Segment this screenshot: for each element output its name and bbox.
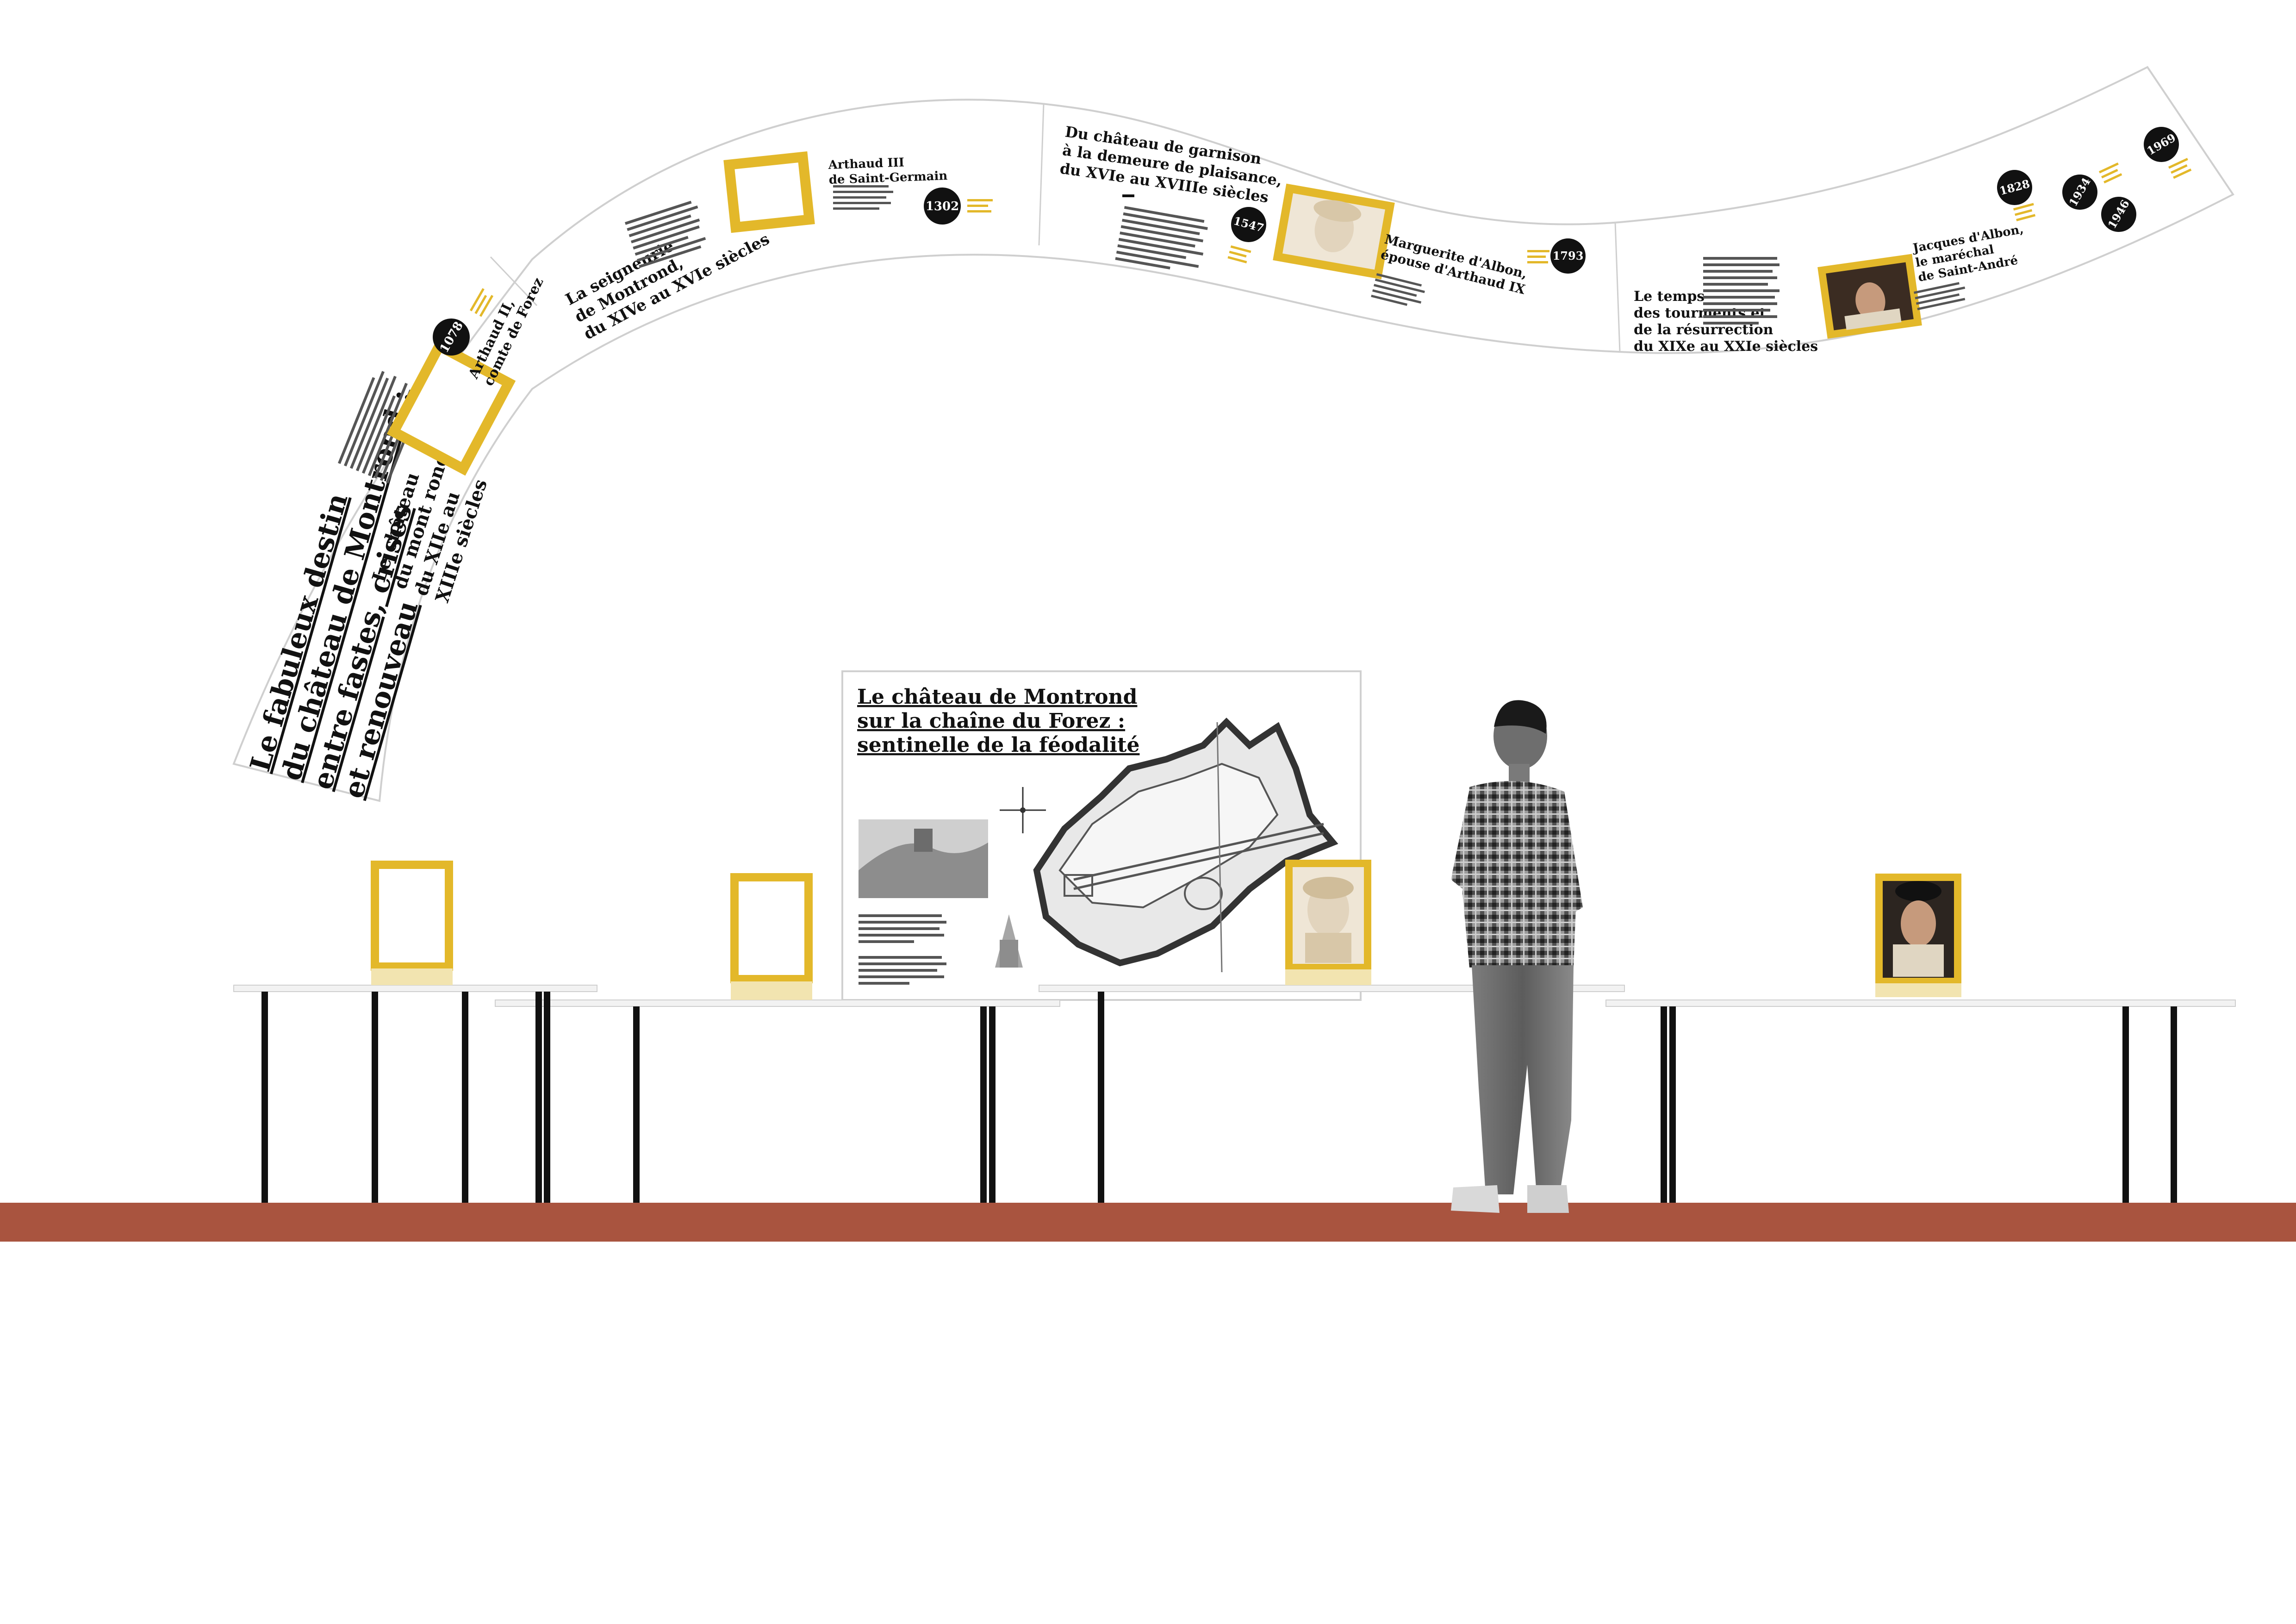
banner-seam xyxy=(490,256,538,306)
section-1-title: Le château du mont rond, du XIIe au XIII… xyxy=(368,444,492,606)
year-badge: 1946 xyxy=(2101,197,2136,232)
visitor-hair xyxy=(1494,700,1547,734)
body-text-block xyxy=(833,185,893,210)
year-badge: 1547 xyxy=(1231,207,1266,242)
table-top xyxy=(1605,999,2236,1007)
table-portrait-lady xyxy=(1285,860,1371,985)
portrait-framed xyxy=(1273,183,1395,280)
visitor-left-shoe xyxy=(1451,1185,1500,1213)
date-note xyxy=(1527,250,1549,263)
year-badge: 1969 xyxy=(2144,127,2179,162)
visitor-left-arm xyxy=(1451,789,1481,889)
visitor-figure xyxy=(1451,700,1583,1213)
section-title-line: Le temps xyxy=(1634,288,1705,305)
portrait-framed xyxy=(1817,254,1922,339)
year-badge: 1828 xyxy=(1997,170,2032,205)
map-panel: Le château de Montrond sur la chaîne du … xyxy=(841,670,1362,1001)
date-note xyxy=(2168,157,2192,179)
banner-seam xyxy=(1614,222,1621,352)
tower-sketch xyxy=(995,914,1023,968)
table-frame-empty xyxy=(730,873,813,1000)
panel-title-line: sur la chaîne du Forez : xyxy=(857,709,1125,733)
rule-mark xyxy=(1122,194,1134,197)
date-note xyxy=(470,288,494,317)
floor-strip xyxy=(0,1203,2296,1242)
visitor-jeans xyxy=(1472,965,1574,1194)
body-text-block xyxy=(1371,273,1425,306)
year-badge: 1934 xyxy=(2062,175,2097,210)
visitor-shirt xyxy=(1462,781,1576,968)
table-top xyxy=(233,985,597,992)
date-note xyxy=(1227,245,1251,263)
section-4-title: Le temps des tourments et de la résurrec… xyxy=(1634,288,1818,355)
compass-rose-icon xyxy=(1000,787,1046,833)
body-text-block xyxy=(1115,206,1208,270)
portrait-frame-empty xyxy=(723,151,815,233)
table-portrait-marshal xyxy=(1875,874,1961,997)
landscape-engraving xyxy=(859,819,988,898)
visitor-neck xyxy=(1509,764,1530,782)
body-text-block xyxy=(625,200,706,268)
visitor-right-shoe xyxy=(1527,1185,1569,1213)
year-label: 1302 xyxy=(926,200,959,213)
panel-title-line: Le château de Montrond xyxy=(857,685,1137,709)
year-label: 1793 xyxy=(1553,249,1584,262)
panel-title: Le château de Montrond sur la chaîne du … xyxy=(857,685,1139,757)
body-text-block xyxy=(1703,257,1780,325)
body-text-block xyxy=(1914,282,1966,311)
fortress-plan xyxy=(1033,718,1338,973)
date-note xyxy=(967,199,993,212)
year-badge: 1078 xyxy=(433,319,470,356)
portrait-frame-empty xyxy=(386,339,516,476)
table-frame-empty xyxy=(371,861,453,985)
banner-seam xyxy=(1038,104,1045,246)
date-note xyxy=(2099,162,2122,184)
year-badge: 1793 xyxy=(1550,238,1586,274)
body-text-block xyxy=(859,914,946,985)
banner-shape xyxy=(232,66,2234,802)
section-title-line: des tourments et xyxy=(1634,305,1766,321)
table-legs xyxy=(261,992,2177,1203)
date-note xyxy=(2013,203,2036,222)
panel-title-line: sentinelle de la féodalité xyxy=(857,733,1139,757)
table-top xyxy=(495,999,1060,1007)
section-title-line: du XIXe au XXIe siècles xyxy=(1634,338,1818,355)
year-badge: 1302 xyxy=(924,187,961,225)
figure-name-line: Arthaud III xyxy=(828,156,904,172)
visitor-right-arm xyxy=(1553,792,1583,914)
